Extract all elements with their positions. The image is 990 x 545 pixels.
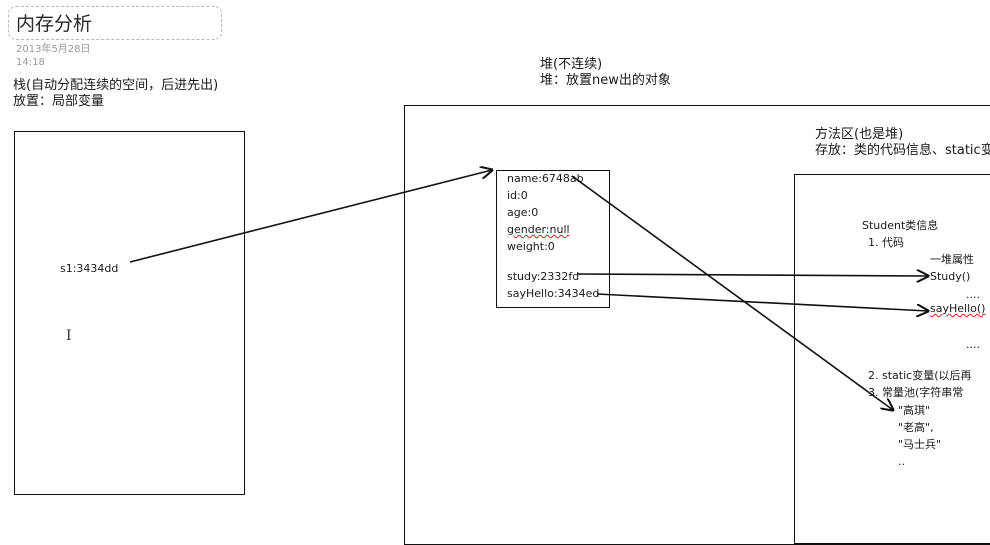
dots-2: .... [966,338,980,351]
pool-value-2: "老高", [898,421,934,434]
field-age: age:0 [507,206,539,219]
pool-value-4: .. [898,455,905,468]
field-gender: gender:null [507,223,570,236]
arrow-stack-to-object [129,170,492,263]
method-sayhello: sayHello() [930,302,986,315]
title-frame [8,6,222,40]
dots-1: .... [966,288,980,301]
pool-value-1: "高琪" [898,404,931,417]
arrows-layer [129,0,990,533]
heap-placement: 堆：放置new出的对象 [540,73,671,88]
stack-placement: 放置：局部变量 [13,94,105,109]
arrow-sayhello-to-method [596,293,928,311]
date-text: 2013年5月28日 [16,44,91,55]
method-study: Study() [930,270,971,283]
page-date: 2013年5月28日 14:18 [16,43,91,69]
arrow-name-to-pool [571,175,893,410]
time-text: 14:18 [16,57,45,68]
object-box [496,170,610,308]
field-weight: weight:0 [507,240,555,253]
static-vars-item: 2. static变量(以后再 [868,369,972,382]
pool-value-3: "马士兵" [898,438,942,451]
method-area-heading: 方法区(也是堆) [815,127,904,142]
text-cursor-icon: I [66,328,72,344]
method-area-storage: 存放：类的代码信息、static变 [815,143,990,158]
field-study: study:2332fd [507,270,580,283]
arrow-study-to-method [576,274,928,276]
props-label: 一堆属性 [930,253,974,266]
class-info-label: Student类信息 [862,219,939,232]
page-title: 内存分析 [16,13,93,35]
field-sayhello: sayHello:3434ed [507,287,600,300]
constant-pool-item: 3. 常量池(字符串常 [868,386,964,399]
stack-variable: s1:3434dd [60,262,119,275]
code-item: 1. 代码 [868,236,904,249]
heap-heading: 堆(不连续) [540,57,603,72]
stack-heading: 栈(自动分配连续的空间，后进先出) [13,78,219,93]
stack-box [14,131,245,495]
field-id: id:0 [507,189,528,202]
field-name: name:6748ab [507,172,584,185]
